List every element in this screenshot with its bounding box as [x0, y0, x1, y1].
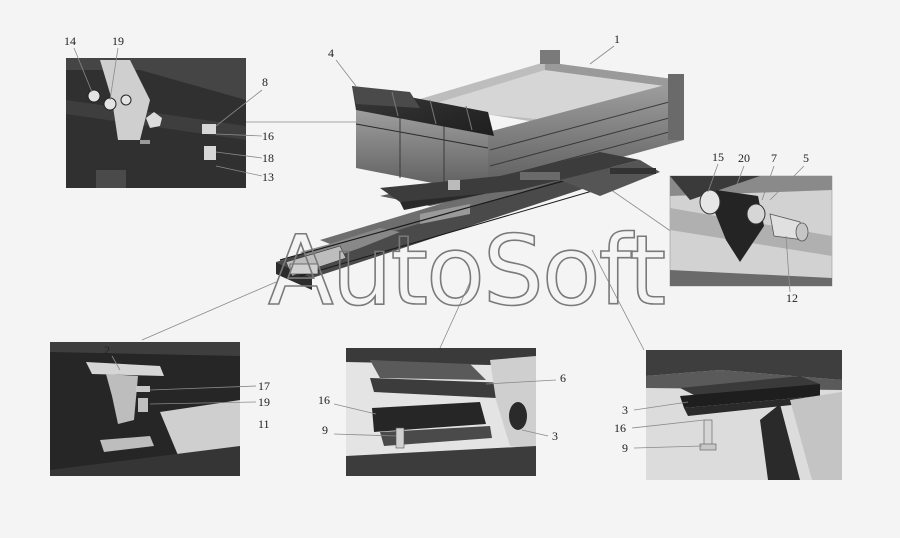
callout-11: 11: [258, 417, 270, 431]
callout-17: 17: [258, 379, 270, 393]
callout-16: 16: [262, 129, 274, 143]
callout-1: 1: [614, 32, 620, 46]
callout-20: 20: [738, 151, 750, 165]
callout-4: 4: [328, 46, 334, 60]
tipper-body: [352, 50, 685, 202]
callout-8: 8: [262, 75, 268, 89]
inset-bottom-left: 2 17 19 11: [50, 342, 270, 476]
watermark-text: AutoSoft: [268, 215, 665, 327]
callout-16: 16: [318, 393, 330, 407]
callout-6: 6: [560, 371, 566, 385]
callout-5: 5: [803, 151, 809, 165]
callout-9: 9: [622, 441, 628, 455]
callout-3: 3: [552, 429, 558, 443]
callout-14: 14: [64, 34, 76, 48]
callout-15: 15: [712, 150, 724, 164]
main-assembly: 1 4: [276, 32, 685, 290]
callout-19: 19: [112, 34, 124, 48]
callout-18: 18: [262, 151, 274, 165]
callout-9: 9: [322, 423, 328, 437]
inset-right: 15 20 7 5 12: [669, 150, 833, 305]
callout-13: 13: [262, 170, 274, 184]
inset-bottom-right: 3 16 9: [614, 350, 842, 480]
callout-7: 7: [771, 151, 777, 165]
callout-2: 2: [104, 343, 110, 357]
callout-3: 3: [622, 403, 628, 417]
callout-19: 19: [258, 395, 270, 409]
inset-bottom-center: 6 16 9 3: [318, 348, 566, 476]
callout-16: 16: [614, 421, 626, 435]
callout-12: 12: [786, 291, 798, 305]
inset-top-left: 14 19 8 16 18 13: [64, 34, 274, 188]
